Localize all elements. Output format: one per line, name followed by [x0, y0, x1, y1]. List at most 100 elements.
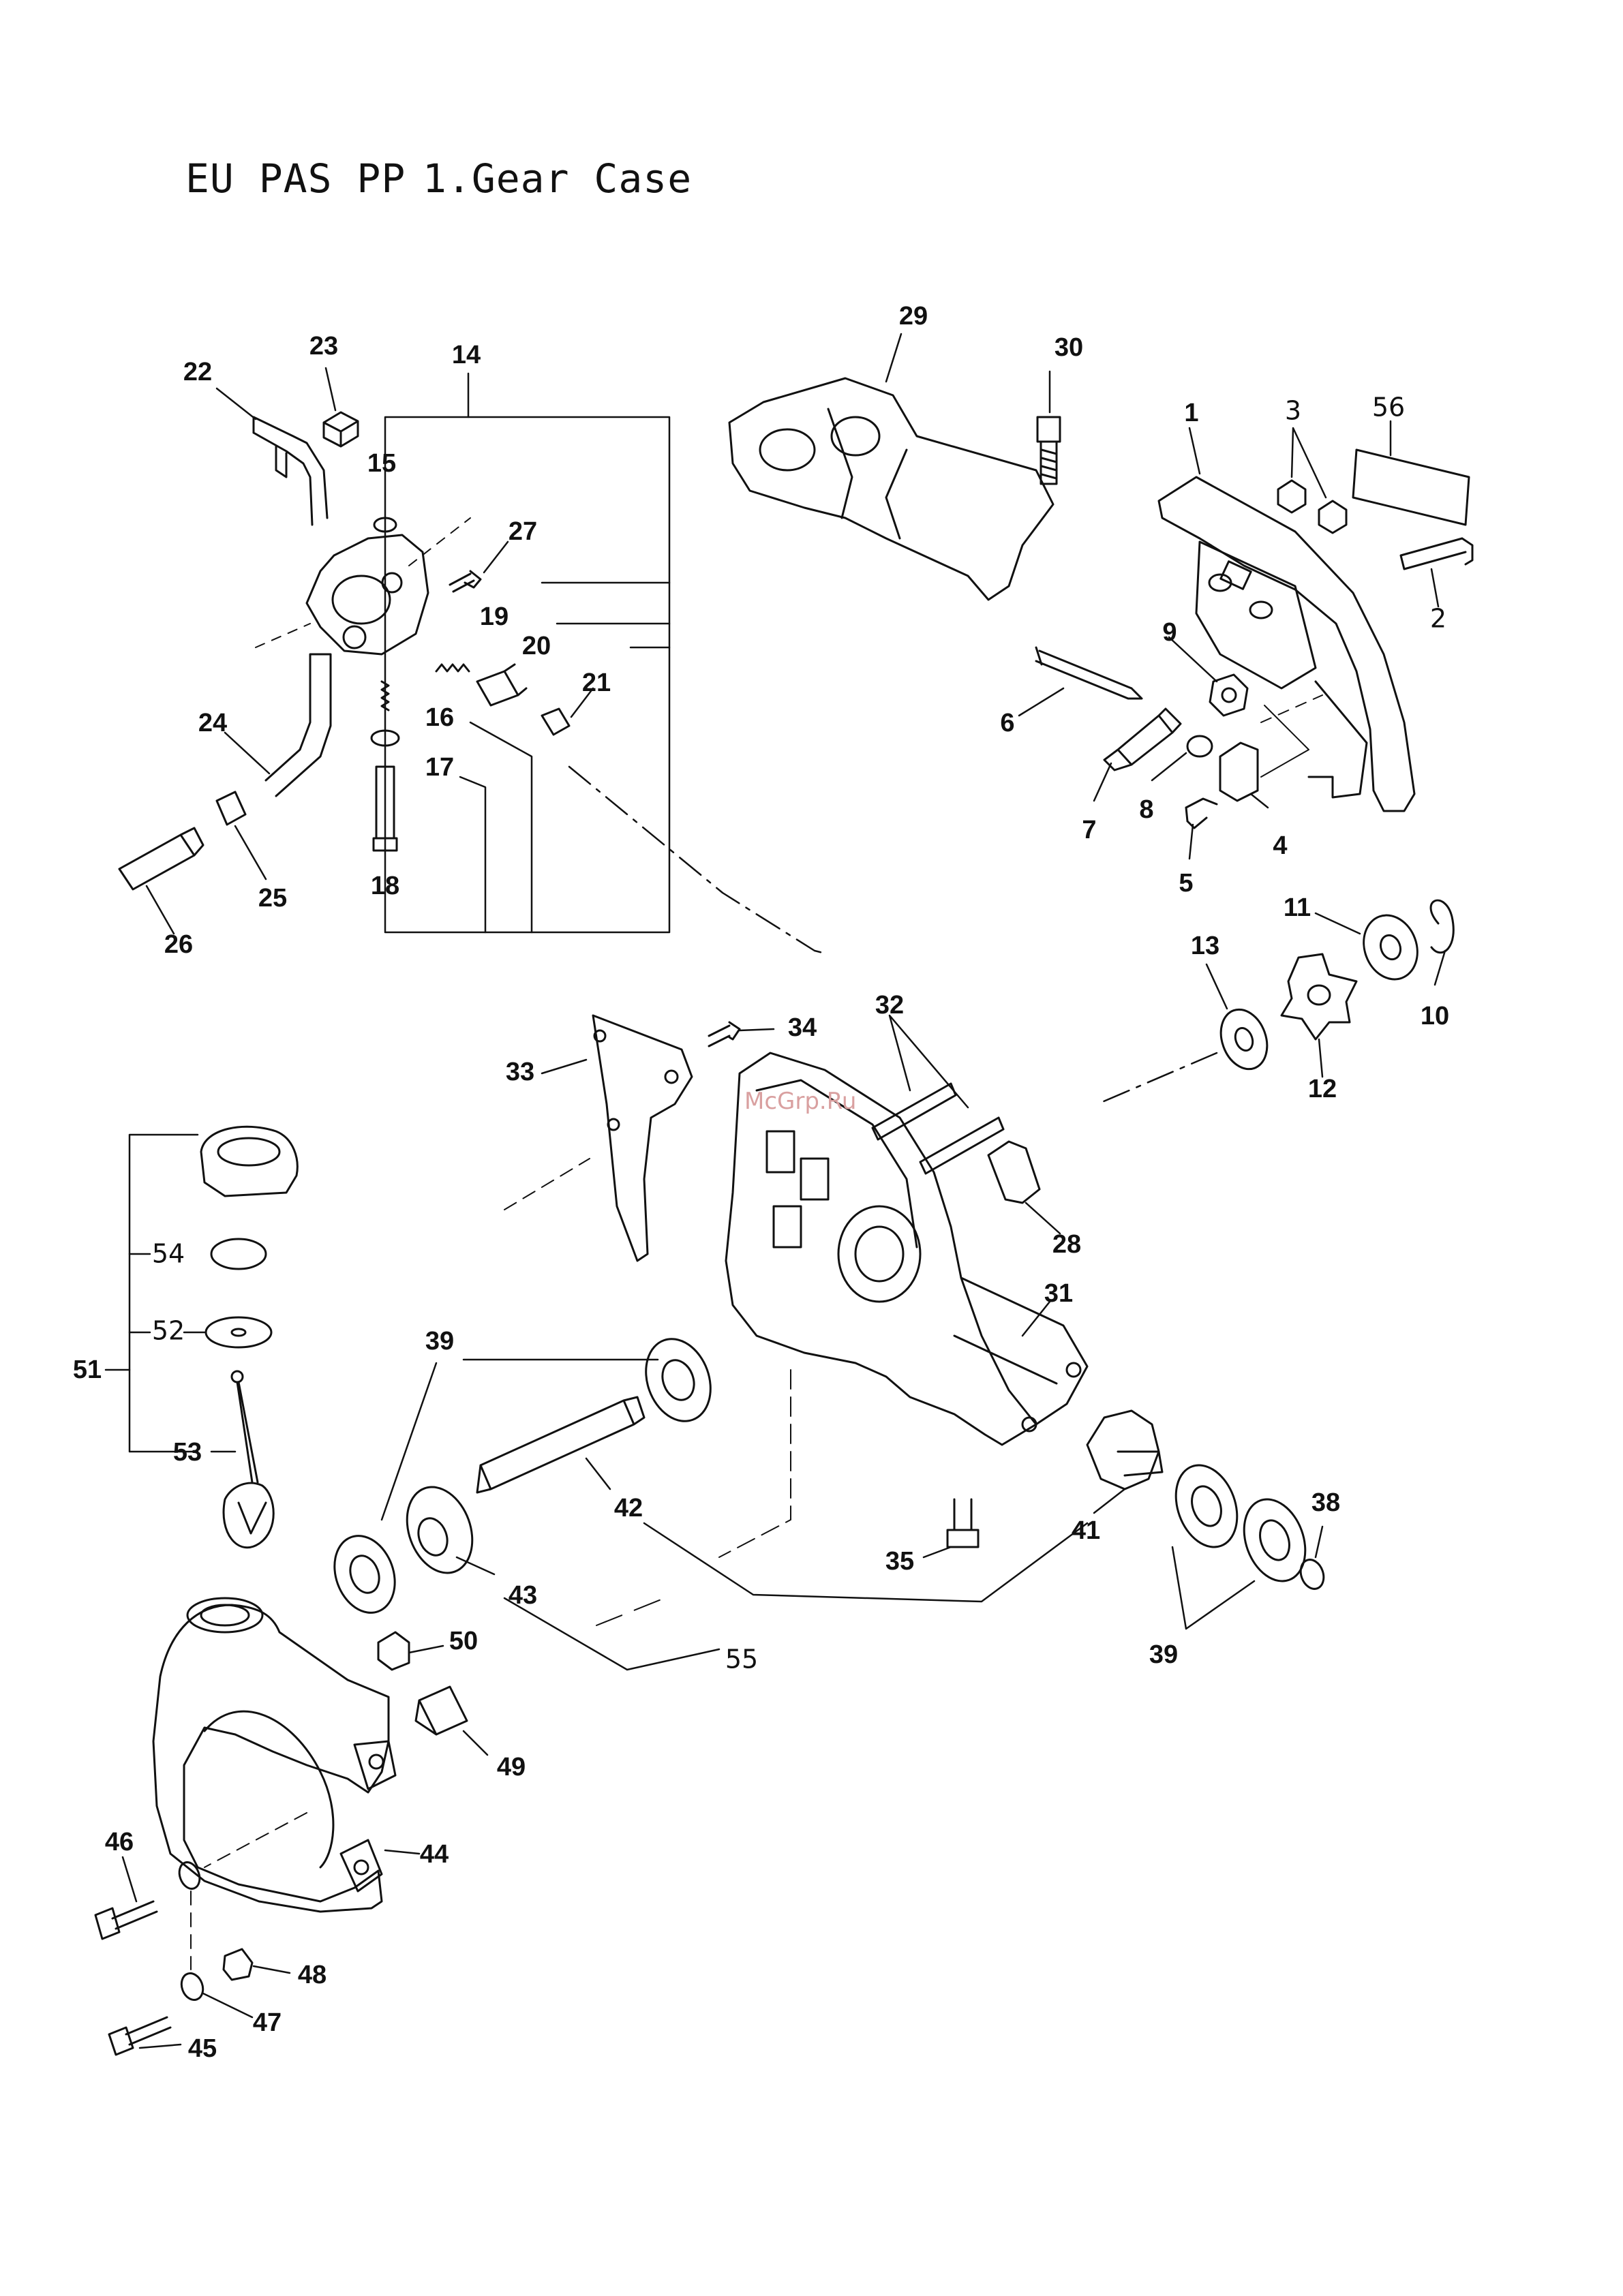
callout-8: 8: [1139, 795, 1153, 824]
callout-15: 15: [367, 449, 396, 478]
cover-bore-1: [760, 429, 815, 470]
watermark: McGrp.Ru: [744, 1088, 856, 1115]
part-30-cap-screw: [1037, 417, 1060, 484]
leader-3: [1292, 428, 1326, 498]
part-8-washer: [1187, 736, 1212, 756]
leader-33: [542, 1060, 586, 1073]
part-39-bearing-right-a-inner: [1187, 1482, 1226, 1530]
part-2-bolt: [1401, 538, 1472, 569]
part-54-o-ring: [211, 1239, 266, 1269]
leader-7: [1094, 763, 1111, 801]
part-6-long-bolt: [1036, 647, 1142, 699]
callout-47: 47: [253, 2008, 282, 2037]
cover-rib-1: [828, 409, 852, 518]
part-28-bushing: [988, 1142, 1040, 1203]
part-44-gear-head: [153, 1605, 389, 1912]
leader-23: [326, 368, 335, 410]
leader-29: [886, 334, 901, 382]
part-4-clamp: [1220, 743, 1258, 801]
callout-24: 24: [198, 709, 227, 737]
leader-1: [1189, 428, 1200, 474]
callout-30: 30: [1055, 333, 1083, 362]
pump-body-port: [333, 576, 390, 624]
part-44-filler-neck-inner: [201, 1605, 249, 1625]
part-12-drive-star: [1281, 954, 1356, 1039]
leader-38: [1316, 1527, 1322, 1557]
part-39-bearing-right-a: [1165, 1456, 1247, 1555]
part-42-drive-shaft: [477, 1397, 644, 1493]
part-21-cap: [542, 709, 569, 735]
leader-28: [1026, 1203, 1060, 1234]
assembly-line-clutch: [1097, 1053, 1217, 1104]
handle-dashed-link: [1261, 695, 1322, 722]
part-25-nozzle-nut: [217, 792, 245, 825]
part-32-stud-a: [873, 1084, 956, 1139]
part-13-washer-hole: [1232, 1026, 1256, 1053]
part-19-spring: [436, 664, 469, 671]
part-9-nut-hole: [1222, 688, 1236, 702]
part-53-dipstick-mark: [239, 1503, 266, 1533]
callout-34: 34: [788, 1013, 817, 1042]
part-41-pinion-shaft: [1118, 1452, 1162, 1475]
callout-35: 35: [885, 1547, 914, 1576]
pump-body: [307, 535, 428, 654]
part-39-bearing-upper: [635, 1330, 722, 1430]
part-56-label: [1353, 450, 1469, 525]
callout-51: 51: [73, 1356, 102, 1384]
handle-bracket: [1196, 542, 1316, 688]
gear-case-rib-1: [767, 1131, 794, 1172]
callout-42: 42: [614, 1494, 643, 1522]
callout-20: 20: [522, 632, 551, 660]
callout-26: 26: [164, 930, 193, 959]
callout-19: 19: [480, 602, 509, 631]
part-44-inner-arch: [204, 1711, 333, 1867]
part-26-oil-strainer: [119, 828, 203, 889]
centerline-pump: [256, 624, 310, 647]
part-7-pivot-pin: [1104, 709, 1181, 770]
leader-46: [123, 1857, 136, 1901]
callout-48: 48: [298, 1961, 327, 1989]
callout-55: 55: [725, 1644, 758, 1674]
part-23-filter: [324, 412, 358, 446]
part-48-nut: [224, 1949, 252, 1980]
part-45-bolt: [109, 2017, 170, 2055]
part-39-bearing-upper-inner: [657, 1356, 699, 1404]
callout-41: 41: [1072, 1516, 1100, 1545]
callout-38: 38: [1311, 1488, 1340, 1517]
callout-9: 9: [1162, 618, 1177, 647]
part-44-lug-upper-hole: [369, 1755, 383, 1769]
callout-2: 2: [1430, 604, 1446, 634]
leader-12: [1319, 1039, 1322, 1077]
callout-16: 16: [425, 703, 454, 732]
part-29-gear-cover: [729, 378, 1053, 600]
callout-52: 52: [152, 1316, 185, 1346]
part-5-screw: [1186, 799, 1217, 828]
callout-10: 10: [1421, 1002, 1449, 1030]
callout-50: 50: [449, 1627, 478, 1655]
callout-14: 14: [452, 341, 481, 369]
callout-46: 46: [105, 1828, 134, 1856]
leader-39b: [1172, 1547, 1254, 1629]
group-bracket-51: [130, 1135, 198, 1452]
gear-case-bore: [838, 1206, 920, 1302]
leader-45: [140, 2045, 181, 2048]
part-53-dipstick-top: [232, 1371, 243, 1382]
part-53-dipstick: [224, 1382, 273, 1548]
part-46-bolt: [95, 1901, 157, 1939]
gear-case-lug-1: [1067, 1363, 1080, 1377]
callout-4: 4: [1273, 831, 1287, 860]
dashed-shaft-axis: [596, 1598, 665, 1625]
part-50-plug: [378, 1632, 409, 1670]
part-43-bevel-gear-hub: [414, 1514, 453, 1559]
plate-dashed-outline: [504, 1159, 590, 1210]
leader-35: [924, 1547, 951, 1557]
part-1-handle: [1159, 477, 1414, 811]
part-32-stud-b: [920, 1118, 1003, 1174]
group-bracket-55: [644, 1523, 1087, 1602]
leader-49: [464, 1731, 487, 1755]
clutch-parts-group: [1207, 900, 1453, 1077]
callout-1: 1: [1184, 399, 1198, 427]
leader-39a-2: [382, 1363, 436, 1520]
callout-27: 27: [509, 517, 537, 546]
